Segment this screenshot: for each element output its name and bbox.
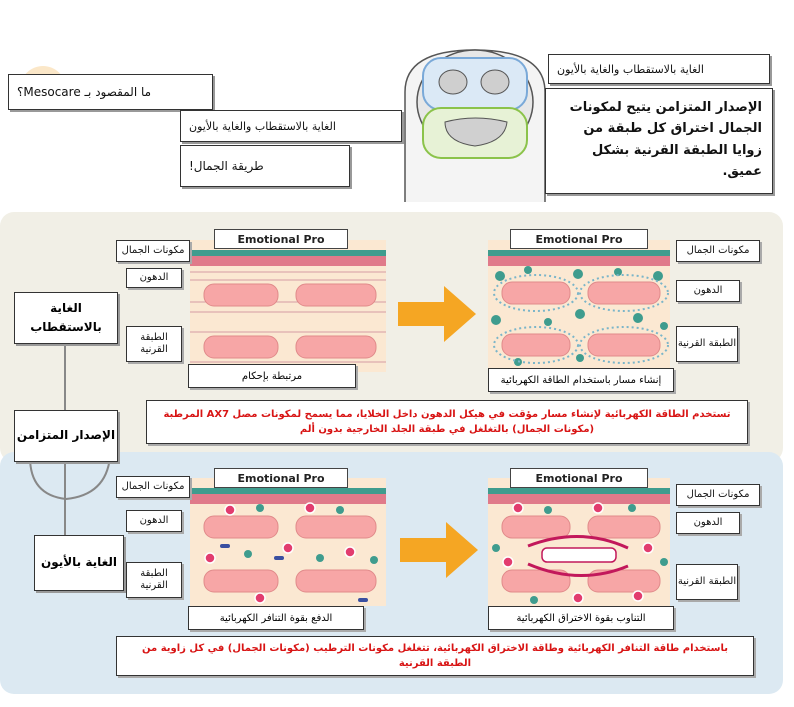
polar-ion-label-left: الغاية بالاستقطاب والغاية بالأيون: [180, 110, 402, 142]
question-box: ما المقصود بـ Mesocare؟: [8, 74, 213, 110]
bottom-right-label-stratum: الطبقة القرنية: [676, 564, 738, 600]
bottom-left-title: Emotional Pro: [214, 468, 348, 488]
top-left-label-lipid: الدهون: [126, 268, 182, 288]
top-left-label-beauty: مكونات الجمال: [116, 240, 190, 262]
bottom-note: باستخدام طاقة التنافر الكهربائية وطاقة ا…: [116, 636, 754, 676]
side-label-ion: الغاية بالأيون: [34, 535, 124, 591]
right-desc-text: الإصدار المتزامن يتيح لمكونات الجمال اخت…: [569, 100, 762, 180]
bottom-right-caption: التناوب بقوة الاختراق الكهربائية: [488, 606, 674, 630]
device-illustration: [404, 49, 546, 202]
bottom-left-caption: الدفع بقوة التنافر الكهربائية: [188, 606, 364, 630]
top-left-caption: مرتبطة بإحكام: [188, 364, 356, 388]
connector-curve: [29, 456, 111, 501]
top-left-label-stratum: الطبقة القرنية: [126, 326, 182, 362]
top-arrow-icon: [398, 286, 476, 342]
bottom-left-label-stratum: الطبقة القرنية: [126, 562, 182, 598]
top-right-caption: إنشاء مسار باستخدام الطاقة الكهربائية: [488, 368, 674, 392]
top-right-skin-diagram: [488, 240, 670, 368]
bottom-arrow-icon: [400, 522, 478, 578]
bottom-right-skin-diagram: [488, 478, 670, 606]
beauty-method-box: طريقة الجمال!: [180, 145, 350, 187]
side-label-sync: الإصدار المتزامن: [14, 410, 118, 462]
top-note: تستخدم الطاقة الكهربائية لإنشاء مسار مؤق…: [146, 400, 748, 444]
right-desc-box: الإصدار المتزامن يتيح لمكونات الجمال اخت…: [545, 88, 773, 194]
top-right-title: Emotional Pro: [510, 229, 648, 249]
side-label-polar: الغاية بالاستقطاب: [14, 292, 118, 344]
bottom-right-title: Emotional Pro: [510, 468, 648, 488]
top-right-label-beauty: مكونات الجمال: [676, 240, 760, 262]
top-left-title: Emotional Pro: [214, 229, 348, 249]
bottom-left-label-beauty: مكونات الجمال: [116, 476, 190, 498]
top-left-skin-diagram: [190, 240, 386, 372]
bottom-right-label-lipid: الدهون: [676, 512, 740, 534]
top-right-label-stratum: الطبقة القرنية: [676, 326, 738, 362]
bottom-left-skin-diagram: [190, 478, 386, 606]
bottom-right-label-beauty: مكونات الجمال: [676, 484, 760, 506]
bottom-left-label-lipid: الدهون: [126, 510, 182, 532]
top-right-label-lipid: الدهون: [676, 280, 740, 302]
right-title-box: الغاية بالاستقطاب والغاية بالأيون: [548, 54, 770, 84]
